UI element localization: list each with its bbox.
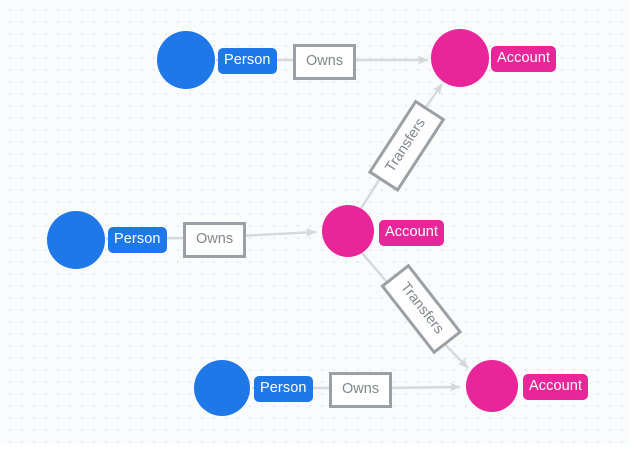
node-account-1[interactable] <box>431 29 489 87</box>
node-account-3[interactable] <box>466 360 518 412</box>
node-account-2[interactable] <box>322 205 374 257</box>
relationship-owns-2[interactable]: Owns <box>183 222 247 258</box>
node-label-person-1[interactable]: Person <box>218 48 277 74</box>
node-person-1[interactable] <box>157 31 215 89</box>
node-label-person-3[interactable]: Person <box>254 376 313 402</box>
node-label-account-2[interactable]: Account <box>379 220 445 246</box>
node-label-account-1[interactable]: Account <box>491 46 557 72</box>
node-label-person-2[interactable]: Person <box>108 227 167 253</box>
node-label-account-3[interactable]: Account <box>523 374 589 400</box>
relationship-owns-3[interactable]: Owns <box>329 372 393 408</box>
node-person-2[interactable] <box>47 211 105 269</box>
relationship-owns-1[interactable]: Owns <box>293 44 357 80</box>
edge-owns-3-right <box>383 382 461 392</box>
graph-canvas[interactable]: Person Account Person Account Person Acc… <box>0 0 629 444</box>
edge-owns-2-right <box>237 228 317 238</box>
node-person-3[interactable] <box>194 360 250 416</box>
